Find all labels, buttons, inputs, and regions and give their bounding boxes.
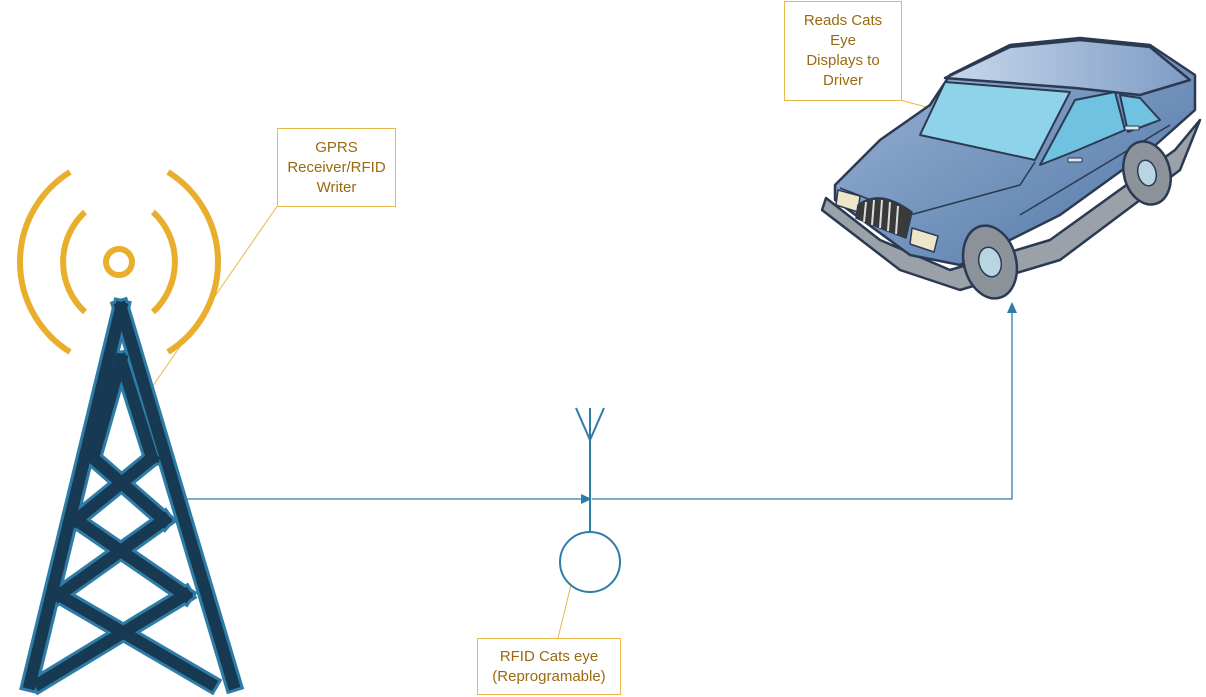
gprs-receiver-callout: GPRS Receiver/RFID Writer [277, 128, 396, 207]
rfid-callout-leader [557, 584, 572, 639]
callout-line: RFID Cats eye [499, 647, 599, 665]
rfid-tag-icon [559, 531, 621, 593]
car-callout-leader [899, 99, 931, 109]
car-icon [820, 36, 1202, 300]
callout-line: Eye [830, 32, 856, 49]
car-reader-callout: Reads Cats Eye Displays to Driver [784, 1, 902, 101]
radio-tower-icon [19, 296, 245, 696]
callout-line: Writer [316, 178, 357, 196]
callout-line: (Reprogramable) [492, 667, 606, 685]
signal-waves-icon [17, 169, 221, 355]
callout-line: Receiver/RFID [287, 158, 386, 176]
callout-line: GPRS [315, 138, 358, 156]
rfid-cats-eye-callout: RFID Cats eye (Reprogramable) [477, 638, 621, 695]
callout-line: Reads Cats [803, 12, 883, 29]
tower-to-rfid-connector [185, 494, 592, 504]
antenna-icon [575, 407, 605, 532]
rfid-to-car-connector [592, 302, 1017, 500]
callout-line: Driver [823, 72, 863, 89]
callout-line: Displays to [806, 52, 880, 69]
